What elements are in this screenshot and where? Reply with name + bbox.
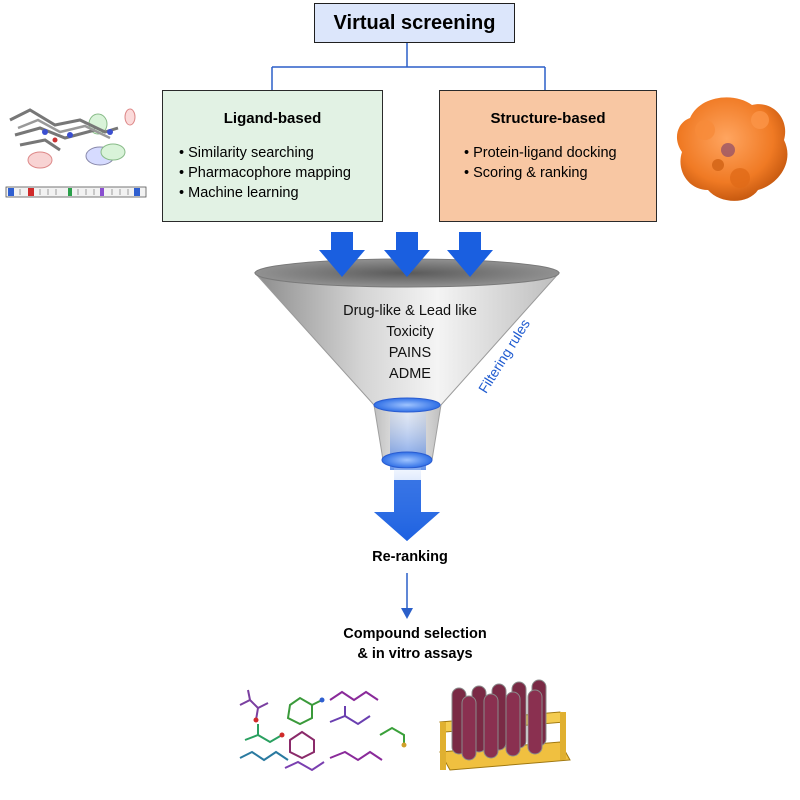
protein-surface-icon <box>676 97 788 201</box>
ligand-item: Machine learning <box>179 183 351 203</box>
overlay-molecule-icon <box>9 108 136 169</box>
funnel-rule: Toxicity <box>386 324 434 340</box>
connector-lines <box>271 43 546 90</box>
funnel-rule: Drug-like & Lead like <box>343 303 477 319</box>
input-arrows <box>319 232 493 277</box>
fingerprint-bar-icon <box>5 186 147 198</box>
ligand-based-panel: Ligand-based Similarity searching Pharma… <box>162 90 383 222</box>
diagram-title: Virtual screening <box>314 3 515 43</box>
rerank-arrow <box>401 573 413 619</box>
reranking-label: Re-ranking <box>372 549 448 565</box>
structure-item: Scoring & ranking <box>464 163 617 183</box>
structure-item: Protein-ligand docking <box>464 143 616 163</box>
structure-based-title: Structure-based <box>490 110 606 127</box>
funnel <box>253 258 561 470</box>
compound-selection-label: Compound selection & in vitro assays <box>290 624 540 664</box>
test-tube-rack-icon <box>439 679 571 771</box>
ligand-based-title: Ligand-based <box>223 110 322 127</box>
structure-based-panel: Structure-based Protein-ligand docking S… <box>439 90 657 222</box>
ligand-item: Pharmacophore mapping <box>179 163 351 183</box>
compound-line: Compound selection <box>343 626 487 642</box>
structure-based-list: Protein-ligand docking Scoring & ranking <box>464 143 617 183</box>
ligand-based-list: Similarity searching Pharmacophore mappi… <box>179 143 351 203</box>
compound-line: & in vitro assays <box>357 646 473 662</box>
molecule-cluster-icon <box>239 689 407 772</box>
funnel-rule: ADME <box>389 366 431 382</box>
funnel-rule: PAINS <box>388 345 432 361</box>
ligand-item: Similarity searching <box>179 143 351 163</box>
